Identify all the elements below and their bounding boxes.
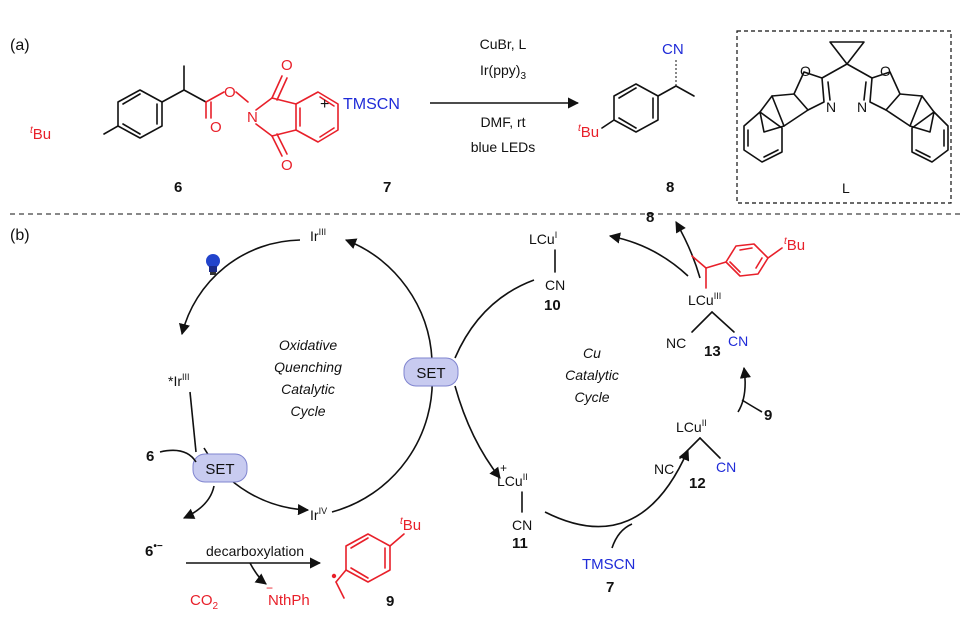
tbu-label-13: tBu	[784, 236, 805, 254]
right-cycle-title: Cu Catalytic Cycle	[565, 345, 619, 405]
cu-arrow-13-to-10	[608, 232, 689, 277]
imide-n: N	[247, 109, 258, 126]
plus-sign: +	[320, 96, 329, 113]
panel-b-label: (b)	[10, 227, 30, 244]
svg-text:Cycle: Cycle	[290, 403, 325, 419]
cycle-arc-ir4-to-set	[331, 371, 434, 513]
nthph-charge: −	[266, 581, 273, 595]
lightbulb-icon	[206, 254, 220, 275]
imide-o-top: O	[281, 57, 293, 74]
set-center-label: SET	[416, 365, 445, 382]
tbu-label-9: tBu	[400, 516, 421, 534]
bond-cu-nc-13	[691, 311, 713, 333]
svg-text:Cycle: Cycle	[574, 389, 609, 405]
imide-o-bottom: O	[281, 157, 293, 174]
ligand-structure	[743, 41, 949, 163]
svg-text:Catalytic: Catalytic	[281, 381, 335, 397]
ester-o: O	[224, 84, 236, 101]
condition-3: DMF, rt	[480, 114, 525, 130]
co2-label: CO2	[190, 592, 219, 612]
nc-12: NC	[654, 461, 674, 477]
tbu-label-8: tBu	[578, 123, 599, 141]
decarboxylation-label: decarboxylation	[206, 543, 304, 559]
bond-cu-cn-13	[711, 311, 735, 333]
ligand-box	[736, 30, 952, 204]
radical-9-structure	[331, 533, 405, 599]
compound-6-number: 6	[174, 179, 182, 196]
ligand-n-right: N	[857, 99, 867, 115]
radical-9-number: 9	[386, 593, 394, 610]
ligand-o-right: O	[880, 63, 891, 79]
compound-8-number: 8	[666, 179, 674, 196]
bond-cu-cn-12	[699, 437, 721, 459]
byproduct-arrow	[249, 562, 267, 585]
cn-12: CN	[716, 459, 736, 475]
nc-13: NC	[666, 335, 686, 351]
radical-9-in-arrow	[741, 399, 763, 413]
tmscn-cu-cycle: TMSCN	[582, 556, 635, 573]
cycle-arrow-set-to-ir3	[344, 238, 433, 361]
complex-10-number: 10	[544, 297, 561, 314]
complex-13-number: 13	[704, 343, 721, 360]
lcu2-12-label: LCuII	[676, 418, 707, 435]
tmscn-reagent: TMSCN	[343, 96, 400, 113]
cn-11: CN	[512, 517, 532, 533]
tmscn-7-number: 7	[606, 579, 614, 596]
complex-13-aryl	[691, 243, 783, 289]
cn-13: CN	[728, 333, 748, 349]
panel-a-label: (a)	[10, 37, 30, 54]
ligand-label: L	[842, 180, 850, 196]
condition-1: CuBr, L	[480, 36, 527, 52]
radical-9-input: 9	[764, 407, 772, 424]
radical-anion-6: 6•−	[145, 541, 163, 560]
complex-11-number: 11	[512, 535, 528, 552]
ir3-excited-label: *IrIII	[168, 372, 190, 389]
set-center-badge	[403, 357, 459, 387]
ligand-n-left: N	[826, 99, 836, 115]
left-cycle-title: Oxidative Quenching Catalytic Cycle	[274, 337, 342, 419]
cu-arrow-11-to-12	[544, 448, 690, 528]
cu-arrow-set-to-11	[454, 385, 501, 479]
set-lower-label: SET	[205, 461, 234, 478]
nthph-label: NthPh	[268, 592, 310, 609]
lcu3-label: LCuIII	[688, 291, 721, 308]
set-lower-badge	[192, 453, 248, 483]
condition-2: Ir(ppy)3	[480, 62, 526, 82]
cu-arrow-12-to-13	[737, 366, 751, 413]
complex-12-number: 12	[689, 475, 706, 492]
cn-10: CN	[545, 277, 565, 293]
cycle-arrow-ir3-to-excited	[179, 239, 301, 336]
cycle-arc-excited-down	[189, 391, 197, 453]
compound-7-number: 7	[383, 179, 391, 196]
svg-text:Quenching: Quenching	[274, 359, 342, 375]
substrate-6-input: 6	[146, 448, 154, 465]
ester-carbonyl-o: O	[210, 119, 222, 136]
ir3-label: IrIII	[310, 227, 326, 244]
condition-4: blue LEDs	[471, 139, 536, 155]
ligand-o-left: O	[800, 63, 811, 79]
product-8-out-arrow	[675, 221, 701, 279]
ir4-label: IrIV	[310, 506, 327, 523]
tmscn-in-arrow	[611, 523, 633, 549]
cu-arc-10-to-set	[454, 279, 535, 359]
cation-11-charge: +	[500, 461, 507, 475]
arrow-radical-anion-out	[182, 485, 215, 519]
product-8-out: 8	[646, 209, 654, 226]
lcu1-label: LCuI	[529, 230, 557, 247]
product-cn: CN	[662, 41, 684, 58]
svg-text:Oxidative: Oxidative	[279, 337, 338, 353]
tbu-label-6: tBu	[30, 125, 51, 143]
bond-cu-nc-12	[679, 437, 701, 459]
svg-text:Cu: Cu	[583, 345, 601, 361]
arrow-6-in	[159, 449, 197, 463]
svg-text:Catalytic: Catalytic	[565, 367, 619, 383]
lcu2-11-label: LCuII	[497, 472, 528, 489]
compound-6-structure	[103, 65, 339, 157]
compound-8-structure	[601, 58, 695, 133]
